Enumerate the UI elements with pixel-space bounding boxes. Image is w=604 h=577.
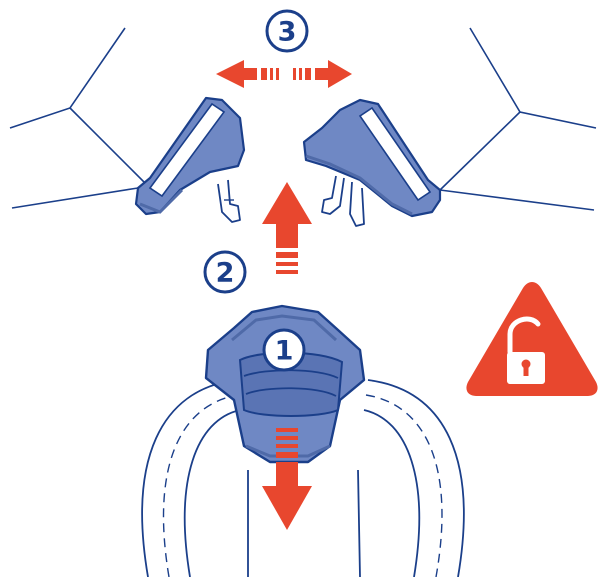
separate-tongues-arrow xyxy=(216,60,352,88)
pull-strap-down-arrow xyxy=(262,428,312,530)
step-number-1: 1 xyxy=(275,336,294,367)
left-harness-tongue xyxy=(9,27,246,223)
step-number-2: 2 xyxy=(216,258,235,289)
crotch-strap xyxy=(141,379,465,577)
step-badge-2: 2 xyxy=(203,250,247,294)
step-badge-1: 1 xyxy=(262,328,306,372)
lift-tongues-up-arrow xyxy=(262,182,312,274)
buckle-body xyxy=(204,304,366,464)
right-harness-tongue xyxy=(302,27,597,227)
step-badge-3: 3 xyxy=(265,9,309,53)
step-number-3: 3 xyxy=(278,17,297,48)
unlocked-padlock-warning-triangle-icon xyxy=(466,282,598,396)
